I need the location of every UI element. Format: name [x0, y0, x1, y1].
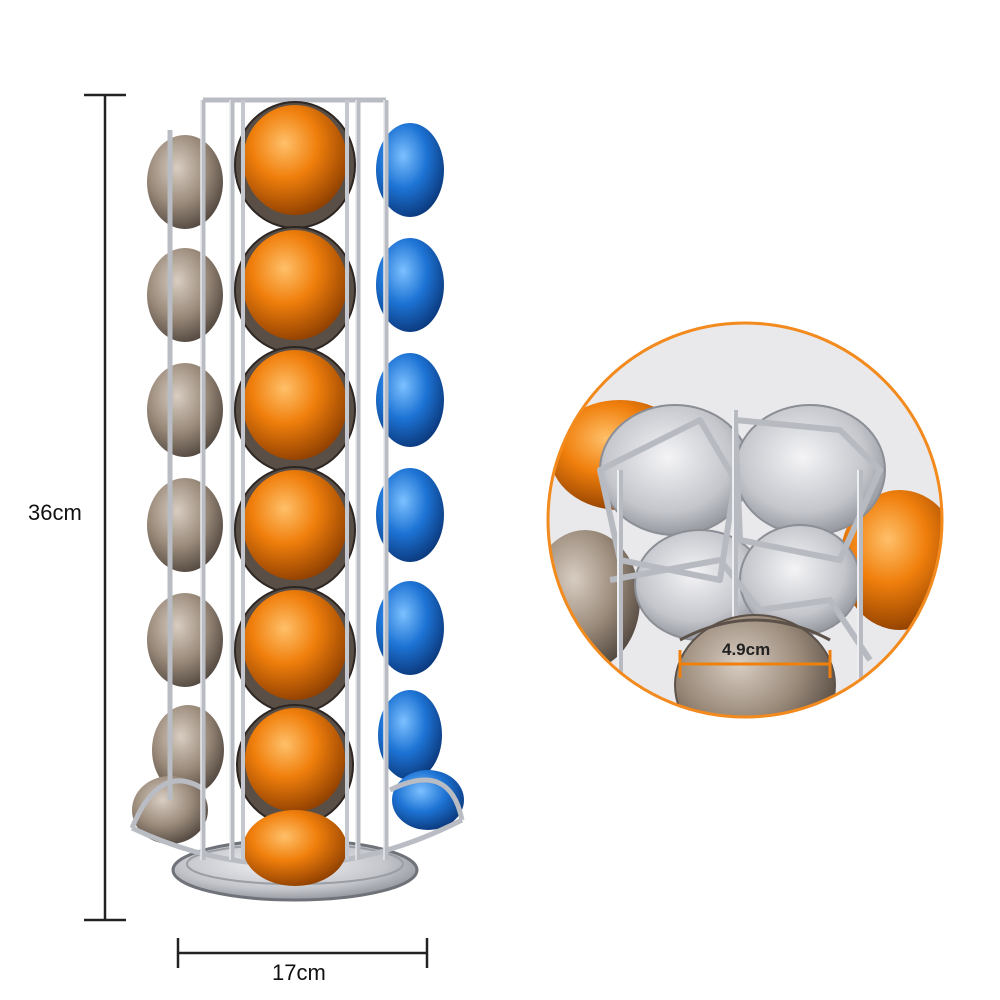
orange-capsule-column — [234, 101, 356, 886]
capsule-diameter-label: 4.9cm — [722, 640, 771, 659]
width-dimension-line — [176, 938, 429, 968]
height-label: 36cm — [28, 500, 82, 525]
capsule-diameter-line — [678, 650, 832, 678]
width-label: 17cm — [272, 960, 326, 985]
height-dimension-line — [84, 93, 126, 922]
chrome-frame — [129, 97, 465, 868]
blue-capsule-column — [376, 123, 464, 830]
zoom-detail-circle — [546, 321, 944, 719]
capsule-tower — [129, 97, 465, 902]
measured-capsule — [674, 614, 836, 717]
bronze-capsule-column — [132, 135, 224, 844]
